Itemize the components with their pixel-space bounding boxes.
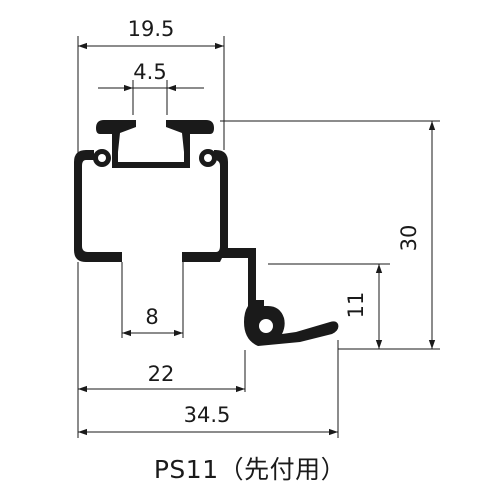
label-34-5: 34.5 bbox=[184, 403, 231, 427]
dimension-lines bbox=[78, 42, 436, 436]
label-8: 8 bbox=[145, 305, 158, 329]
product-caption: PS11（先付用） bbox=[153, 455, 347, 484]
label-19-5: 19.5 bbox=[128, 17, 175, 41]
hook bbox=[244, 306, 339, 346]
extension-lines bbox=[77, 36, 440, 438]
label-30: 30 bbox=[397, 225, 421, 252]
rail-profile bbox=[74, 120, 339, 346]
left-wall bbox=[74, 150, 122, 262]
label-4-5: 4.5 bbox=[133, 60, 166, 84]
right-top-flange bbox=[166, 120, 214, 152]
slot-base bbox=[112, 162, 190, 168]
label-11: 11 bbox=[344, 292, 368, 319]
left-top-flange bbox=[96, 120, 136, 152]
label-22: 22 bbox=[148, 362, 175, 386]
right-wall bbox=[182, 150, 264, 310]
